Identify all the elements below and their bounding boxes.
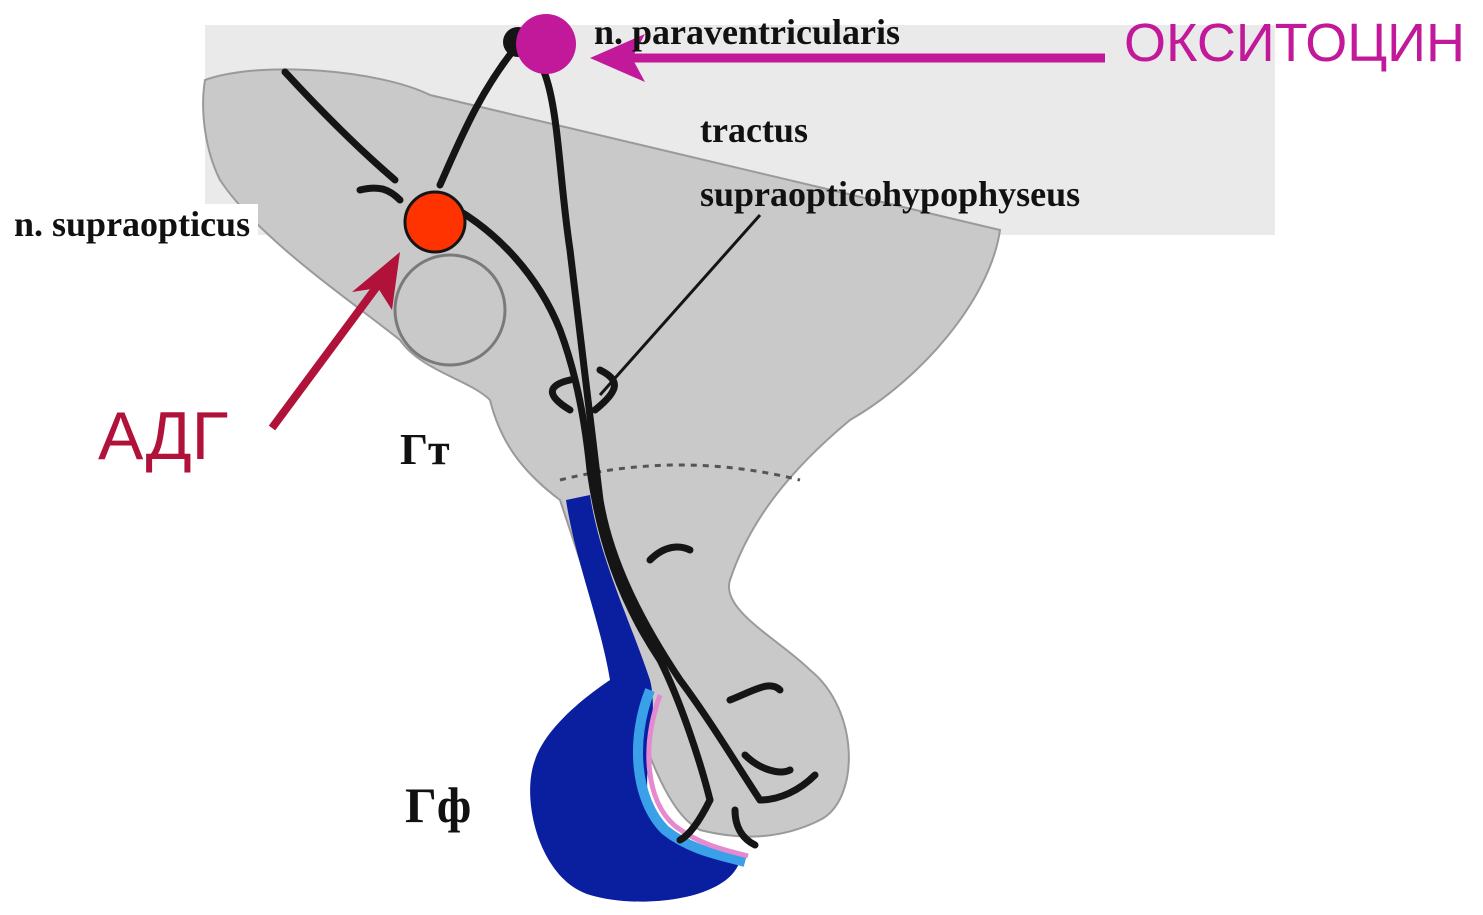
tractus-label-line2: supraopticohypophyseus [700,176,1080,212]
adh-label: АДГ [98,402,229,470]
optic-structure [395,255,505,365]
supraopticus-label: n. supraopticus [12,204,258,248]
paraventricular-nucleus-marker [516,14,576,74]
tractus-label-line1: tractus [700,112,808,148]
paraventricularis-label: n. paraventricularis [594,14,900,50]
hypothalamus-label: Гт [400,428,450,472]
hypophysis-label: Гф [405,780,471,830]
supraoptic-nucleus-marker [405,192,465,252]
adh-arrow [272,285,378,428]
oxytocin-label: ОКСИТОЦИН [1124,16,1465,70]
